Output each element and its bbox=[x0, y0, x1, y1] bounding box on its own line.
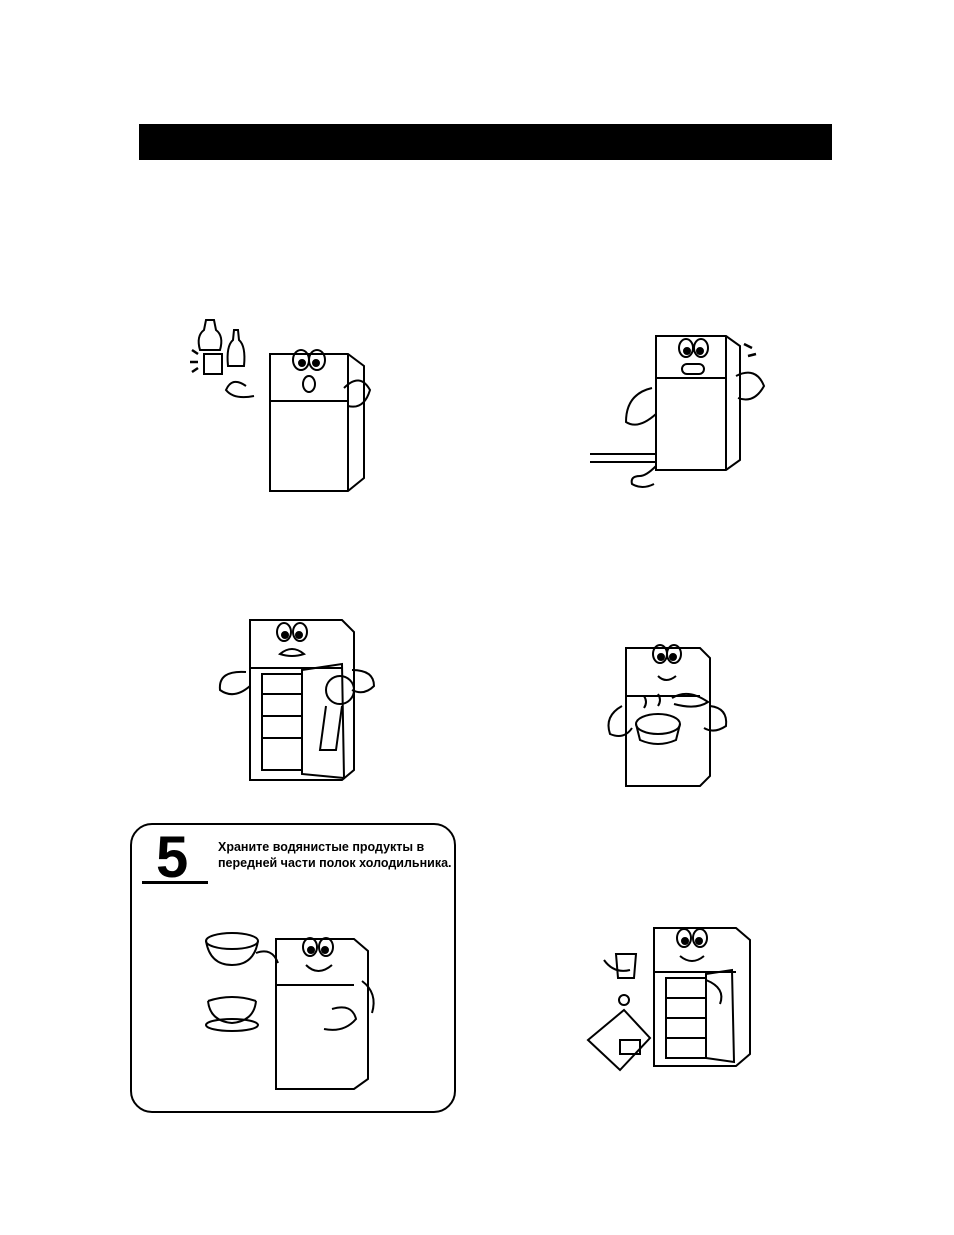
fridge-wrapped-food-icon bbox=[580, 920, 760, 1080]
tip-text: Храните водянистые продукты в передней ч… bbox=[218, 839, 454, 871]
tip-number-underline bbox=[142, 881, 208, 884]
header-bar bbox=[139, 124, 832, 160]
fridge-bowls-icon bbox=[202, 929, 382, 1089]
fridge-unplugged-icon bbox=[586, 326, 786, 496]
tip-box-5: 5 Храните водянистые продукты в передней… bbox=[130, 823, 456, 1113]
tip-text-line-2: передней части полок холодильника. bbox=[218, 855, 454, 871]
tip-number: 5 bbox=[156, 829, 188, 887]
fridge-child-inside-icon bbox=[212, 610, 382, 790]
tip-text-line-1: Храните водянистые продукты в bbox=[218, 839, 454, 855]
fridge-with-bottles-icon bbox=[188, 316, 378, 496]
fridge-hot-pot-icon bbox=[604, 636, 744, 790]
